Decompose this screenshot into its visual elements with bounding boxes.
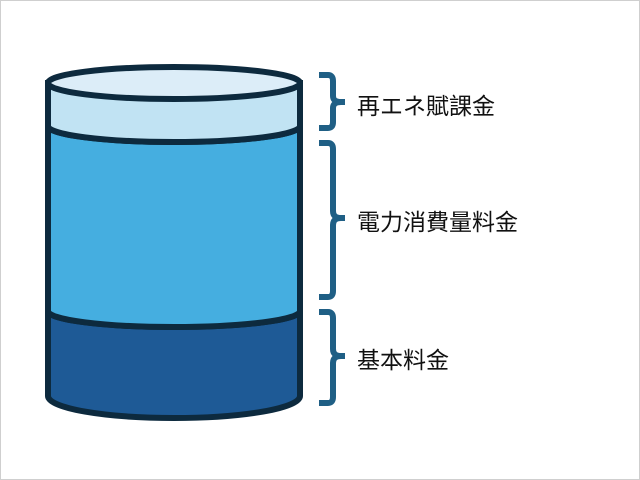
energy-charge-segment — [45, 125, 303, 330]
label-basic-charge: 基本料金 — [357, 348, 449, 374]
bracket-basic-charge — [319, 309, 345, 406]
label-energy-charge: 電力消費量料金 — [357, 210, 518, 236]
bracket-energy-charge — [319, 140, 345, 300]
cylinder-top — [45, 64, 303, 102]
bracket-renewable-levy — [319, 72, 345, 131]
label-renewable-levy: 再エネ賦課金 — [357, 94, 495, 120]
